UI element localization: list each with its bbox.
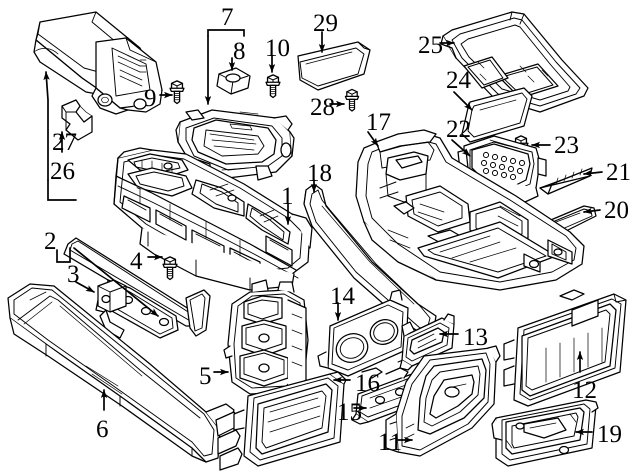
part-29-lid-panel xyxy=(297,41,371,91)
leader-lines xyxy=(43,29,603,444)
part-9-bolt xyxy=(169,80,185,105)
leader-7-bracket xyxy=(207,29,245,37)
leader-2 xyxy=(73,247,159,317)
callout-21[interactable]: 21 xyxy=(606,159,631,186)
callout-8[interactable]: 8 xyxy=(233,38,246,65)
part-21-trim-strip xyxy=(539,167,593,195)
callout-23[interactable]: 23 xyxy=(554,132,579,159)
leader-21 xyxy=(583,169,603,177)
leader-3 xyxy=(75,281,95,293)
part-25-trim-bezel xyxy=(440,11,589,113)
part-10-bolt xyxy=(265,74,281,99)
callout-15[interactable]: 15 xyxy=(337,399,362,426)
leader-2-bracket xyxy=(56,247,71,263)
part-14-cupholder-insert xyxy=(317,289,409,377)
part-8-grommet-cap xyxy=(216,67,251,95)
callout-16[interactable]: 16 xyxy=(355,370,380,397)
part-27-retainer-clip xyxy=(61,99,93,141)
part-12-bin-lid xyxy=(503,289,627,407)
callout-4[interactable]: 4 xyxy=(130,248,143,275)
callout-7[interactable]: 7 xyxy=(221,4,234,31)
leader-24 xyxy=(453,91,473,111)
callout-29[interactable]: 29 xyxy=(313,10,338,37)
leader-26 xyxy=(47,179,77,201)
part-3-spacer-block xyxy=(97,279,127,313)
leader-26-arrow xyxy=(43,71,50,181)
callout-25[interactable]: 25 xyxy=(418,32,443,59)
part-5-rear-bracket xyxy=(223,279,309,395)
callout-22[interactable]: 22 xyxy=(446,116,471,143)
callout-13[interactable]: 13 xyxy=(463,324,488,351)
callout-17[interactable]: 17 xyxy=(366,109,391,136)
part-28-bolt xyxy=(344,88,360,112)
part-13-switch-bezel xyxy=(399,313,455,371)
part-1-main-frame xyxy=(113,147,313,291)
callout-5[interactable]: 5 xyxy=(199,363,212,390)
part-11-rear-panel xyxy=(385,345,501,457)
part-17-upper-carrier xyxy=(355,129,585,291)
callout-27[interactable]: 27 xyxy=(52,129,77,156)
leader-20 xyxy=(583,207,601,215)
leader-17 xyxy=(367,131,379,147)
callout-6[interactable]: 6 xyxy=(96,416,109,443)
part-18-side-rail xyxy=(303,183,437,335)
part-6-side-panel xyxy=(7,283,243,471)
callout-28[interactable]: 28 xyxy=(310,94,335,121)
callout-9[interactable]: 9 xyxy=(144,85,157,112)
callout-2[interactable]: 2 xyxy=(44,228,57,255)
callout-24[interactable]: 24 xyxy=(446,67,471,94)
callout-1[interactable]: 1 xyxy=(281,183,294,210)
callout-12[interactable]: 12 xyxy=(572,377,597,404)
callout-3[interactable]: 3 xyxy=(67,261,80,288)
part-4-bolt xyxy=(162,256,178,281)
callout-20[interactable]: 20 xyxy=(604,197,629,224)
part-24-trim-insert xyxy=(461,87,533,143)
callout-10[interactable]: 10 xyxy=(265,35,290,62)
callout-11[interactable]: 11 xyxy=(378,429,403,456)
callout-19[interactable]: 19 xyxy=(597,421,622,448)
callout-14[interactable]: 14 xyxy=(330,283,355,310)
part-7-tray-frame xyxy=(175,109,295,181)
leader-22 xyxy=(451,139,471,157)
part-26-armrest-lid xyxy=(33,11,163,115)
callout-18[interactable]: 18 xyxy=(307,160,332,187)
part-19-bin-tray xyxy=(491,399,599,467)
callout-26[interactable]: 26 xyxy=(50,158,75,185)
